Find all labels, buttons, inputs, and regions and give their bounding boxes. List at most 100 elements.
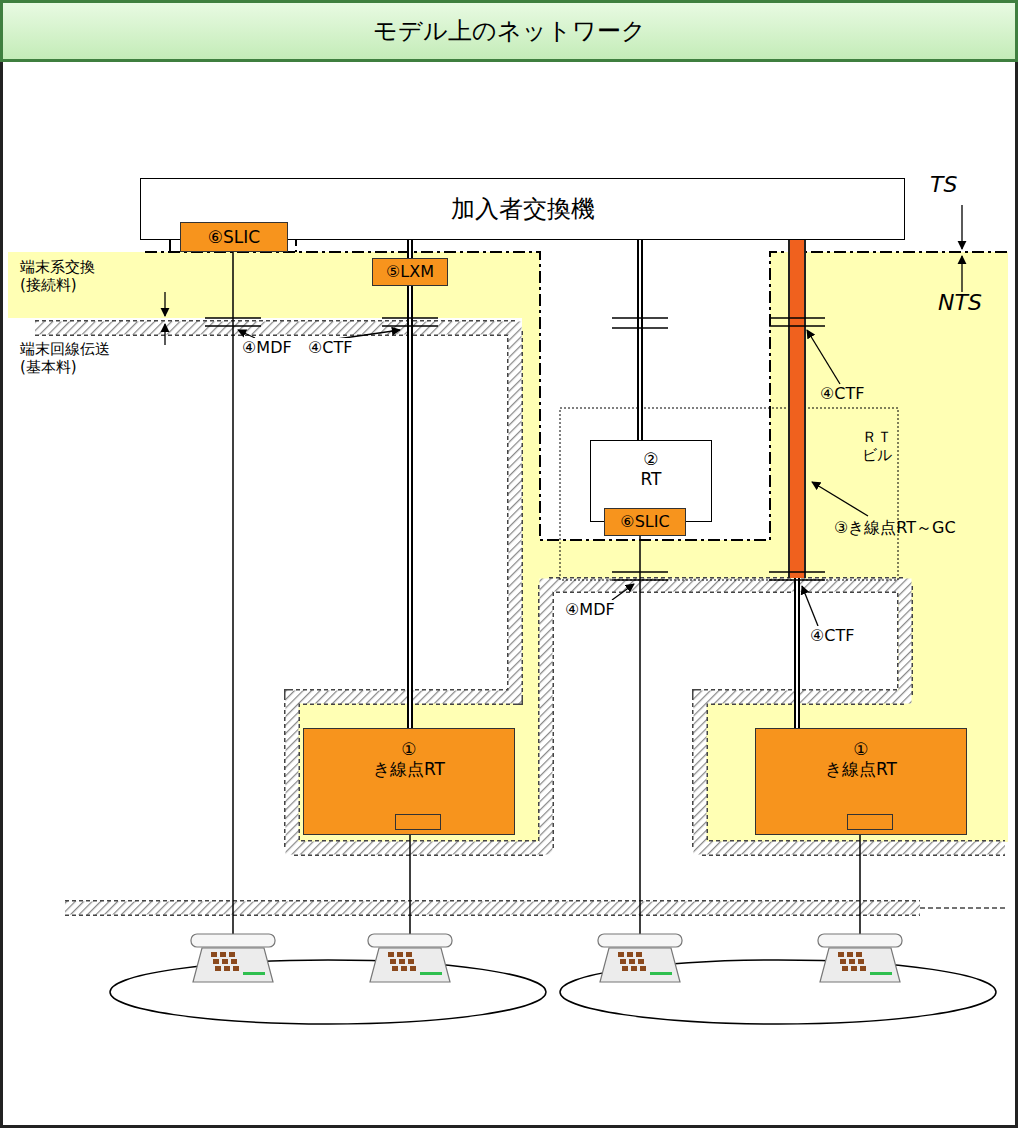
phone-key — [636, 952, 642, 957]
telephone-icon — [818, 934, 902, 982]
phone-body — [600, 948, 680, 982]
node-label: ⑥SLIC — [208, 227, 260, 247]
node-label: ① き線点RT — [825, 739, 897, 780]
rt-panel — [847, 814, 893, 830]
boundary-label: NTS — [936, 290, 984, 316]
phone-key — [410, 966, 416, 971]
phone-key — [851, 966, 857, 971]
connector-outer — [637, 240, 643, 440]
phone-key — [231, 959, 237, 964]
rt-building-outline — [560, 408, 898, 580]
customer-group — [110, 960, 546, 1024]
phone-key — [388, 952, 394, 957]
phone-key — [408, 959, 414, 964]
rt-box: ② RT⑥SLIC — [590, 440, 712, 522]
phone-handset — [818, 934, 902, 947]
connector-head — [410, 240, 411, 258]
phone-body — [370, 948, 450, 982]
double-line-connector — [410, 286, 411, 728]
phone-key — [233, 966, 239, 971]
connector-head — [410, 286, 411, 728]
phone-key — [640, 966, 646, 971]
connector-inner — [409, 240, 411, 258]
callout-label: 端末系交換 (接続料) — [18, 258, 97, 294]
trunk-fill — [790, 240, 804, 578]
nts-region — [8, 252, 540, 842]
phone-key — [622, 966, 628, 971]
connector-head — [797, 240, 798, 728]
phone-key — [638, 959, 644, 964]
phone-key — [858, 959, 864, 964]
diagram-title: モデル上のネットワーク — [373, 17, 646, 46]
phone-key — [392, 966, 398, 971]
phone-key — [840, 959, 846, 964]
connector-outer — [407, 240, 413, 258]
phone-indicator — [650, 972, 672, 975]
frame-symbol — [205, 318, 825, 580]
phone-handset — [191, 934, 275, 947]
node-label: ⑥SLIC — [620, 512, 669, 531]
phone-key — [401, 966, 407, 971]
phone-key — [860, 966, 866, 971]
phone-key — [627, 952, 633, 957]
rt-panel — [395, 814, 441, 830]
telephone-icon — [191, 934, 275, 982]
callout-label: ④CTF — [808, 626, 857, 645]
node-label: ⑤LXM — [386, 262, 434, 281]
phone-key — [838, 952, 844, 957]
nts-region — [540, 252, 1008, 842]
phone-key — [213, 959, 219, 964]
lxm-box: ⑤LXM — [372, 258, 448, 286]
phone-key — [620, 959, 626, 964]
telephone-icon — [368, 934, 452, 982]
callout-label: ③き線点RT～GC — [832, 518, 958, 537]
phone-key — [222, 959, 228, 964]
connector-head — [640, 240, 641, 440]
phone-key — [847, 952, 853, 957]
callout-label: ④MDF — [240, 338, 294, 357]
phone-key — [406, 952, 412, 957]
slic-box: ⑥SLIC — [180, 222, 288, 252]
phone-indicator — [420, 972, 442, 975]
node-label: 加入者交換機 — [451, 195, 595, 224]
phone-key — [399, 959, 405, 964]
phone-key — [842, 966, 848, 971]
phone-key — [224, 966, 230, 971]
phone-key — [849, 959, 855, 964]
phone-key — [215, 966, 221, 971]
leader-arrow — [165, 205, 962, 626]
double-line-connector — [410, 240, 411, 258]
callout-label: 端末回線伝送 (基本料) — [18, 340, 112, 376]
connector-inner — [639, 240, 641, 440]
feeder-point-rt: ① き線点RT — [303, 728, 515, 835]
connector-inner — [796, 240, 798, 728]
feeder-trunk — [797, 240, 798, 728]
phone-key — [856, 952, 862, 957]
node-label: ① き線点RT — [373, 739, 445, 780]
telephone-icons — [191, 934, 902, 982]
phone-body — [193, 948, 273, 982]
customer-group — [560, 960, 996, 1024]
phone-key — [211, 952, 217, 957]
phone-key — [229, 952, 235, 957]
double-line-connector — [640, 240, 641, 440]
phone-indicator — [243, 972, 265, 975]
phone-body — [820, 948, 900, 982]
title-bar: モデル上のネットワーク — [0, 0, 1018, 62]
boundary-label: TS — [928, 172, 959, 198]
rt-building: ＲＴ ビル② RT⑥SLIC — [560, 408, 898, 580]
trunk-outline — [788, 240, 806, 578]
node-label: ＲＴ ビル — [862, 428, 892, 464]
callout-label: ④CTF — [306, 338, 355, 357]
phone-key — [220, 952, 226, 957]
node-label: ② RT — [641, 449, 662, 490]
phone-key — [631, 966, 637, 971]
feeder-point-rt: ① き線点RT — [755, 728, 967, 835]
telephone-icon — [598, 934, 682, 982]
hatched-corridor — [35, 328, 1005, 908]
phone-key — [390, 959, 396, 964]
connector-outer — [407, 286, 413, 728]
phone-handset — [598, 934, 682, 947]
